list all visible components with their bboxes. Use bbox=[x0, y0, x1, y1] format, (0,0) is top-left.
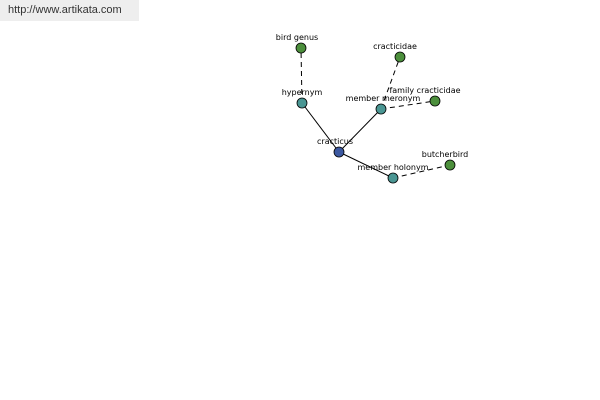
node-bird_genus[interactable] bbox=[295, 42, 307, 54]
node-label-craticus[interactable]: cracticus bbox=[317, 137, 353, 146]
edge-member_meronym-family_craticidae bbox=[380, 100, 436, 110]
node-label-hypernym[interactable]: hypernym bbox=[282, 88, 323, 97]
edge-member_meronym-craticidae bbox=[380, 56, 401, 110]
edge-craticus-hypernym bbox=[301, 102, 340, 153]
node-label-member_meronym[interactable]: member meronym bbox=[346, 94, 421, 103]
edge-craticus-member_holonym bbox=[338, 151, 394, 179]
graph-nodes bbox=[295, 42, 456, 184]
node-craticus[interactable] bbox=[333, 146, 345, 158]
edge-member_holonym-butcherbird bbox=[392, 164, 451, 179]
node-label-member_holonym[interactable]: member holonym bbox=[357, 163, 428, 172]
node-label-family_craticidae[interactable]: family cracticidae bbox=[389, 86, 460, 95]
edge-craticus-member_meronym bbox=[338, 108, 382, 153]
node-label-bird_genus[interactable]: bird genus bbox=[276, 33, 318, 42]
node-member_holonym[interactable] bbox=[387, 172, 399, 184]
source-url[interactable]: http://www.artikata.com bbox=[0, 0, 139, 21]
node-family_craticidae[interactable] bbox=[429, 95, 441, 107]
node-hypernym[interactable] bbox=[296, 97, 308, 109]
edge-hypernym-bird_genus bbox=[300, 47, 303, 104]
node-label-craticidae[interactable]: cracticidae bbox=[373, 42, 417, 51]
graph-edges bbox=[300, 47, 451, 179]
node-label-butcherbird[interactable]: butcherbird bbox=[422, 150, 469, 159]
node-craticidae[interactable] bbox=[394, 51, 406, 63]
graph-labels: cracticus hypernym bird genus member merony… bbox=[276, 33, 468, 172]
node-butcherbird[interactable] bbox=[444, 159, 456, 171]
node-member_meronym[interactable] bbox=[375, 103, 387, 115]
